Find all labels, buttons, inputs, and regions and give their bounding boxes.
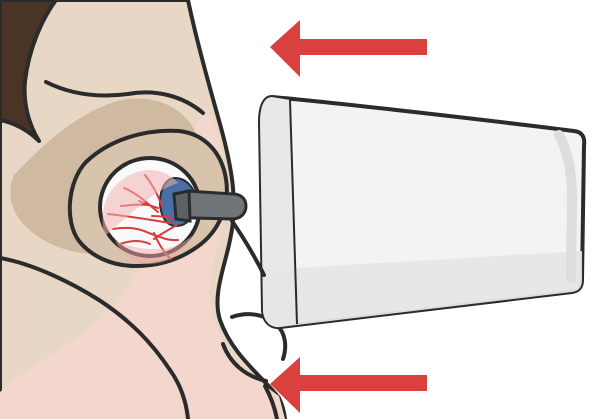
contact-lens-tool	[174, 191, 246, 221]
arrow-left-top	[270, 20, 427, 77]
cup-contact-edge	[232, 221, 264, 275]
arrow-bottom-shaft	[297, 375, 427, 391]
arrow-left-bottom	[270, 357, 427, 413]
arrow-top-shaft	[297, 39, 427, 55]
tool-head	[182, 191, 246, 219]
tool-tip	[174, 191, 190, 221]
arrow-top-head	[270, 20, 300, 77]
eye-cup	[232, 97, 584, 327]
